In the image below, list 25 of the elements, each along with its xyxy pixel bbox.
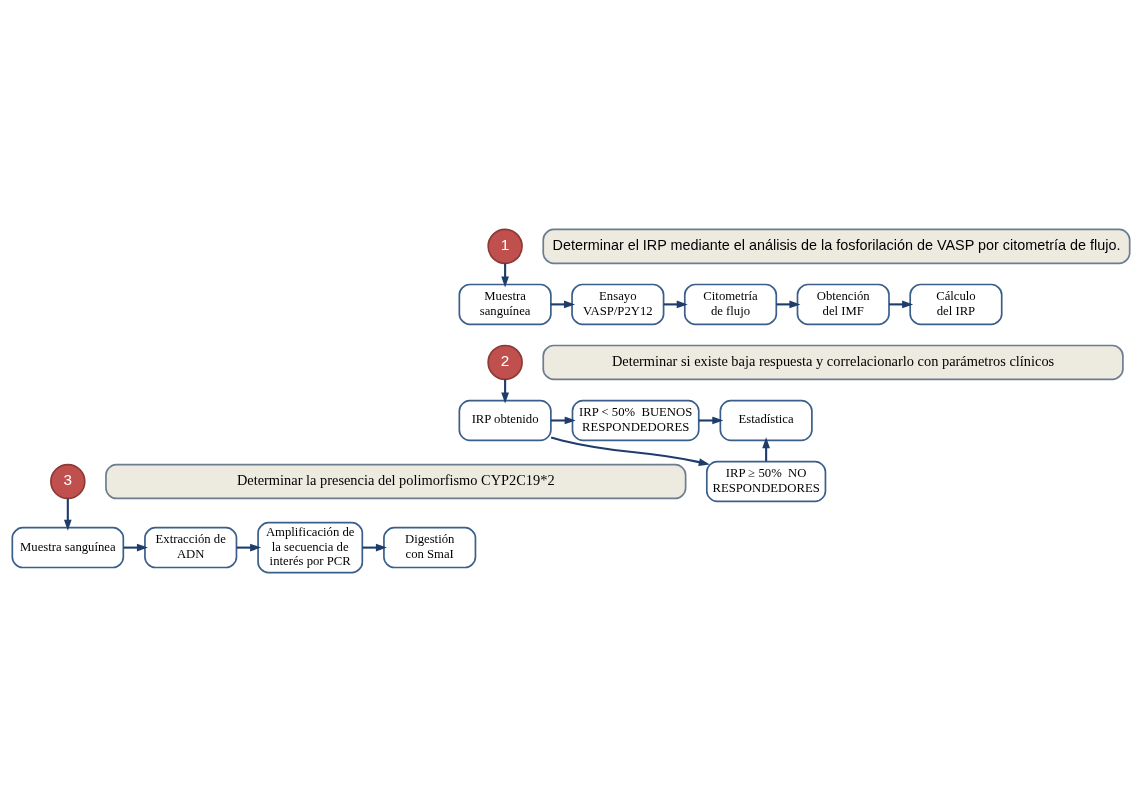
- node-box: Citometría de flujo: [683, 283, 778, 325]
- node-box: Determinar el IRP mediante el análisis de la fosforilación de VASP por citometría de flujo.: [542, 228, 1131, 264]
- node-box: Extracción de ADN: [144, 526, 238, 568]
- node-box: Muestra sanguínea: [458, 283, 552, 325]
- arrow: [551, 416, 576, 424]
- node-box: IRP obtenido: [458, 399, 552, 441]
- node-box: IRP ≥ 50% NO RESPONDEDORES: [705, 460, 827, 502]
- node-box: Determinar la presencia del polimorfismo CYP2C19*2: [105, 463, 687, 499]
- arrow: [362, 543, 387, 551]
- node-box: Muestra sanguínea: [11, 526, 125, 568]
- arrow: [550, 436, 710, 466]
- node-circle: 2: [487, 344, 523, 380]
- node-box: Amplificación de la secuencia de interés por PCR: [257, 521, 364, 573]
- arrow: [63, 498, 72, 531]
- node-box: Cálculo del IRP: [909, 283, 1003, 325]
- node-circle: 1: [487, 228, 523, 264]
- node-box: Ensayo VASP/P2Y12: [571, 283, 665, 325]
- node-box: Determinar si existe baja respuesta y correlacionarlo con parámetros clínicos: [542, 344, 1124, 380]
- node-box: Digestión con SmaI: [383, 526, 477, 568]
- node-box: IRP < 50% BUENOS RESPONDEDORES: [571, 399, 700, 441]
- node-box: Obtención del IMF: [796, 283, 890, 325]
- arrow: [698, 416, 724, 424]
- arrow: [762, 436, 770, 461]
- node-circle: 3: [50, 463, 86, 499]
- node-box: Estadística: [719, 399, 813, 441]
